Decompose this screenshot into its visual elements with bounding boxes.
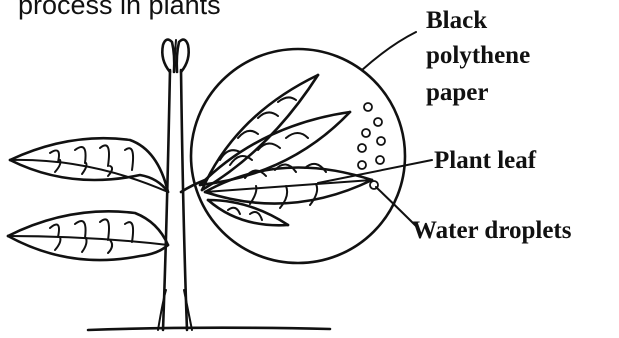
flower-bud [162, 40, 188, 72]
plant-leaf-label: Plant leaf [434, 148, 536, 173]
enclosed-leaves [200, 75, 372, 225]
polythene-label-line3: paper [426, 80, 489, 105]
polythene-leader-line [362, 32, 416, 70]
left-lower-leaf [8, 211, 168, 260]
plant-stem [158, 70, 192, 330]
left-upper-leaf [10, 138, 168, 192]
water-droplets-label: Water droplets [412, 218, 572, 243]
polythene-label-line1: Black [426, 8, 487, 33]
ground-line [88, 328, 330, 330]
polythene-label-line2: polythene [426, 43, 530, 68]
